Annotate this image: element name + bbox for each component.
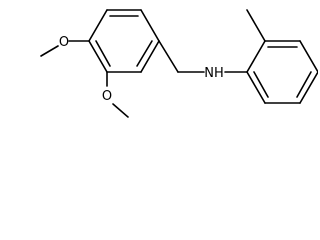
ring1-inner-double-left: [95, 40, 111, 67]
ring1-bond-lower-right: [140, 40, 160, 73]
methoxy-group-3: O: [40, 35, 90, 57]
bond-ring-to-ch2: [158, 40, 179, 73]
ring1-inner-double-right: [136, 40, 153, 67]
ring2-inner-double-right: [296, 71, 312, 98]
chemical-structure: O O NH: [40, 9, 318, 118]
methylene-bridge: [158, 40, 205, 73]
ring1-bond-lower-left: [88, 40, 108, 73]
ring2-bond-lower-left: [246, 71, 266, 104]
bond-o3-to-methyl: [40, 45, 59, 57]
amine-nh-label: NH: [204, 66, 224, 81]
methoxy-group-2: O: [102, 71, 129, 118]
ring2-bond-lower-right: [299, 71, 318, 104]
ring2-bond-upper-left: [246, 40, 266, 73]
bond-o2-to-methyl: [112, 103, 129, 118]
methyl-bond: [246, 9, 266, 42]
oxygen-atom-3: O: [59, 35, 69, 50]
tolyl-ring: [224, 40, 318, 104]
ring1-bond-upper-left: [88, 9, 108, 42]
ring2-bond-upper-right: [299, 40, 318, 73]
oxygen-atom-2: O: [102, 89, 112, 104]
ring1-bond-upper-right: [140, 9, 160, 42]
ring2-inner-double-left: [253, 71, 269, 98]
dimethoxyphenyl-ring: [88, 9, 160, 73]
